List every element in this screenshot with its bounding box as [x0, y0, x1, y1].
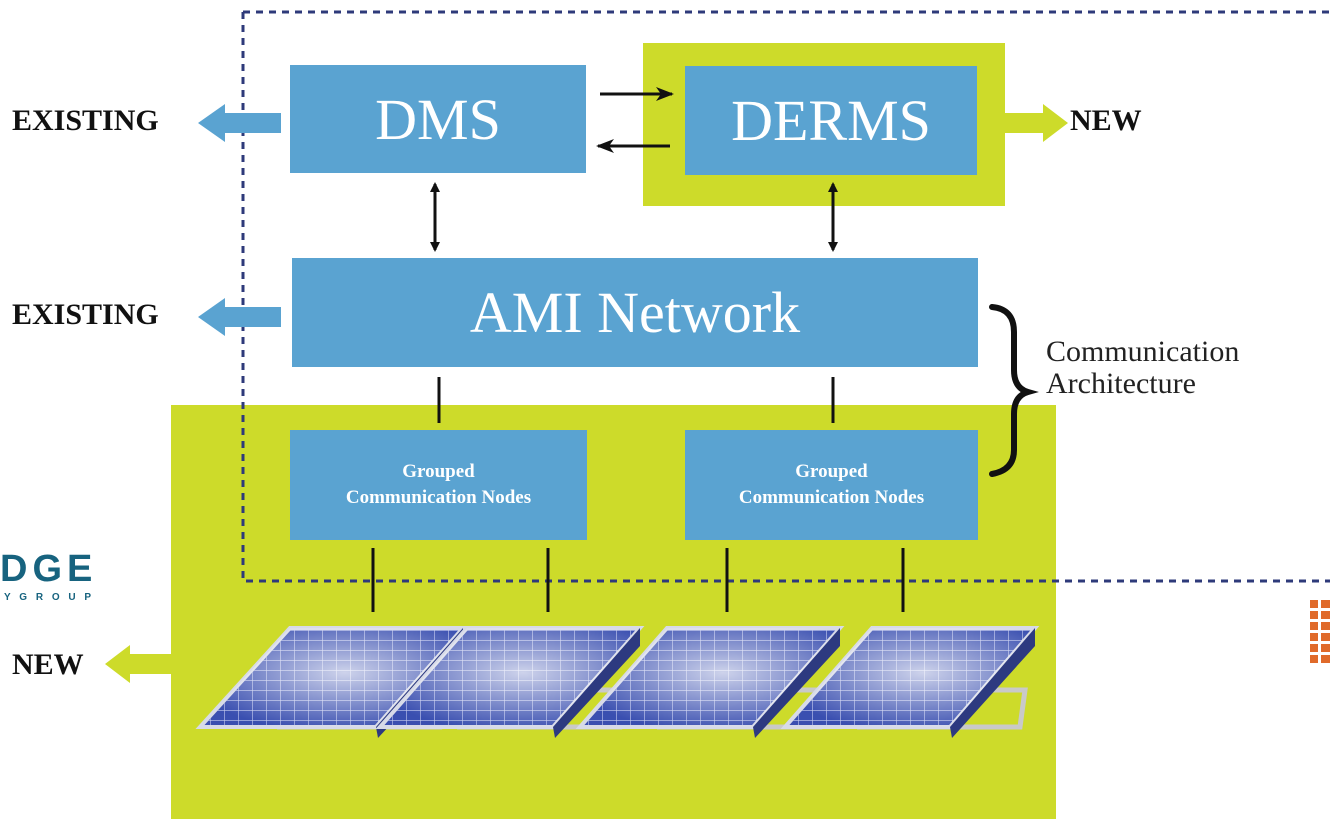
new-left-arrow-icon	[105, 645, 171, 683]
dms-box: DMS	[290, 65, 586, 173]
existing-mid-left-arrow-icon	[198, 298, 281, 336]
new-label-right: NEW	[1070, 104, 1142, 137]
grouped-nodes-left-line1: Grouped	[402, 461, 475, 482]
solar-panel-icon	[375, 626, 645, 738]
derms-box: DERMS	[685, 66, 977, 175]
communication-architecture-line2: Architecture	[1046, 367, 1196, 400]
logo-subtext: Y G R O U P	[4, 592, 95, 603]
company-logo-mark-icon	[1310, 600, 1330, 663]
new-right-arrow-icon	[1005, 104, 1068, 142]
existing-label-middle: EXISTING	[12, 298, 159, 331]
dms-label: DMS	[375, 86, 501, 152]
communication-architecture-line1: Communication	[1046, 335, 1240, 368]
grouped-nodes-right-line2: Communication Nodes	[738, 487, 925, 508]
existing-label-top: EXISTING	[12, 104, 159, 137]
communication-architecture-label: Communication Architecture	[1046, 336, 1239, 400]
new-label-left: NEW	[12, 648, 84, 681]
derms-label: DERMS	[731, 88, 931, 153]
grouped-nodes-left-line2: Communication Nodes	[345, 487, 532, 508]
grouped-nodes-right-line1: Grouped	[795, 461, 868, 482]
solar-panel-icon	[575, 626, 845, 738]
existing-top-left-arrow-icon	[198, 104, 281, 142]
ami-network-box: AMI Network	[292, 258, 978, 367]
solar-panel-icon	[780, 626, 1040, 738]
communication-curly-brace-icon	[989, 304, 1039, 477]
grouped-nodes-left-box: Grouped Communication Nodes	[290, 430, 587, 540]
grouped-nodes-right-box: Grouped Communication Nodes	[685, 430, 978, 540]
logo-wordmark: DGE	[0, 548, 98, 590]
ami-network-label: AMI Network	[469, 280, 801, 345]
